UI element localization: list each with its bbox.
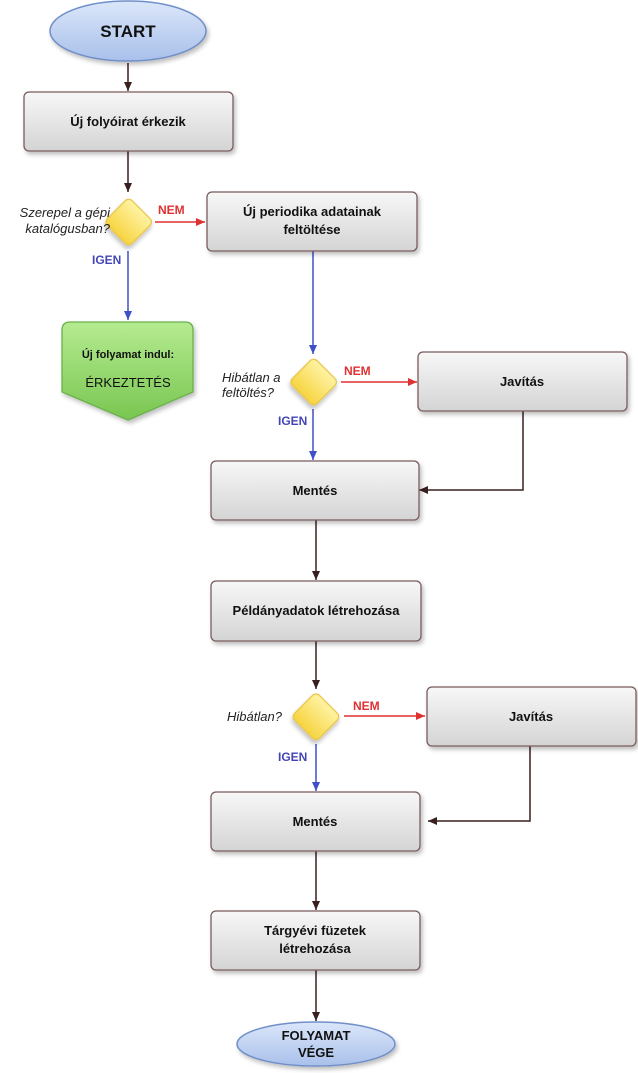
edge-fix1-to-save1 bbox=[419, 411, 524, 494]
new-journal-label: Új folyóirat érkezik bbox=[70, 114, 186, 129]
question-ok: Hibátlan? bbox=[227, 709, 283, 724]
fix-label-1: Javítás bbox=[500, 374, 544, 389]
fix-label-2: Javítás bbox=[509, 709, 553, 724]
edge-label-yes-1: IGEN bbox=[92, 253, 121, 267]
item-data-box: Példányadatok létrehozása bbox=[210, 580, 422, 642]
save-label-1: Mentés bbox=[293, 483, 338, 498]
end-label-line2: VÉGE bbox=[298, 1045, 334, 1060]
edge-label-no-2: NEM bbox=[344, 364, 371, 378]
question-in-catalog-line2: katalógusban? bbox=[25, 221, 110, 236]
save-label-2: Mentés bbox=[293, 814, 338, 829]
upload-label-line1: Új periodika adatainak bbox=[243, 204, 382, 219]
edge-label-no-1: NEM bbox=[158, 203, 185, 217]
save-box-2: Mentés bbox=[210, 791, 421, 852]
edge-fix2-to-save2 bbox=[428, 746, 531, 825]
issues-label-line1: Tárgyévi füzetek bbox=[264, 923, 367, 938]
end-label-line1: FOLYAMAT bbox=[282, 1028, 351, 1043]
question-upload-ok-line1: Hibátlan a bbox=[222, 370, 281, 385]
item-data-label: Példányadatok létrehozása bbox=[233, 603, 401, 618]
decision-upload-ok bbox=[290, 358, 338, 406]
decision-ok bbox=[292, 693, 340, 741]
question-upload-ok-line2: feltöltés? bbox=[222, 385, 275, 400]
end-node: FOLYAMAT VÉGE bbox=[236, 1021, 396, 1067]
start-node: START bbox=[49, 0, 207, 62]
question-in-catalog-line1: Szerepel a gépi bbox=[20, 205, 111, 220]
issues-label-line2: létrehozása bbox=[279, 941, 351, 956]
new-process-label-line1: Új folyamat indul: bbox=[82, 348, 174, 361]
upload-label-line2: feltöltése bbox=[283, 222, 340, 237]
new-process-label-line2: ÉRKEZTETÉS bbox=[85, 375, 171, 390]
start-label: START bbox=[100, 22, 156, 41]
edge-label-yes-2: IGEN bbox=[278, 414, 307, 428]
edge-label-no-3: NEM bbox=[353, 699, 380, 713]
upload-periodical-box: Új periodika adatainak feltöltése bbox=[206, 191, 418, 252]
edge-label-yes-3: IGEN bbox=[278, 750, 307, 764]
save-box-1: Mentés bbox=[210, 460, 420, 521]
fix-box-1: Javítás bbox=[417, 351, 628, 412]
issues-box: Tárgyévi füzetek létrehozása bbox=[210, 910, 421, 971]
new-process-node: Új folyamat indul: ÉRKEZTETÉS bbox=[61, 321, 194, 421]
fix-box-2: Javítás bbox=[426, 686, 637, 747]
decision-in-catalog bbox=[105, 198, 153, 246]
new-journal-box: Új folyóirat érkezik bbox=[23, 91, 234, 152]
connectors bbox=[124, 63, 531, 1021]
